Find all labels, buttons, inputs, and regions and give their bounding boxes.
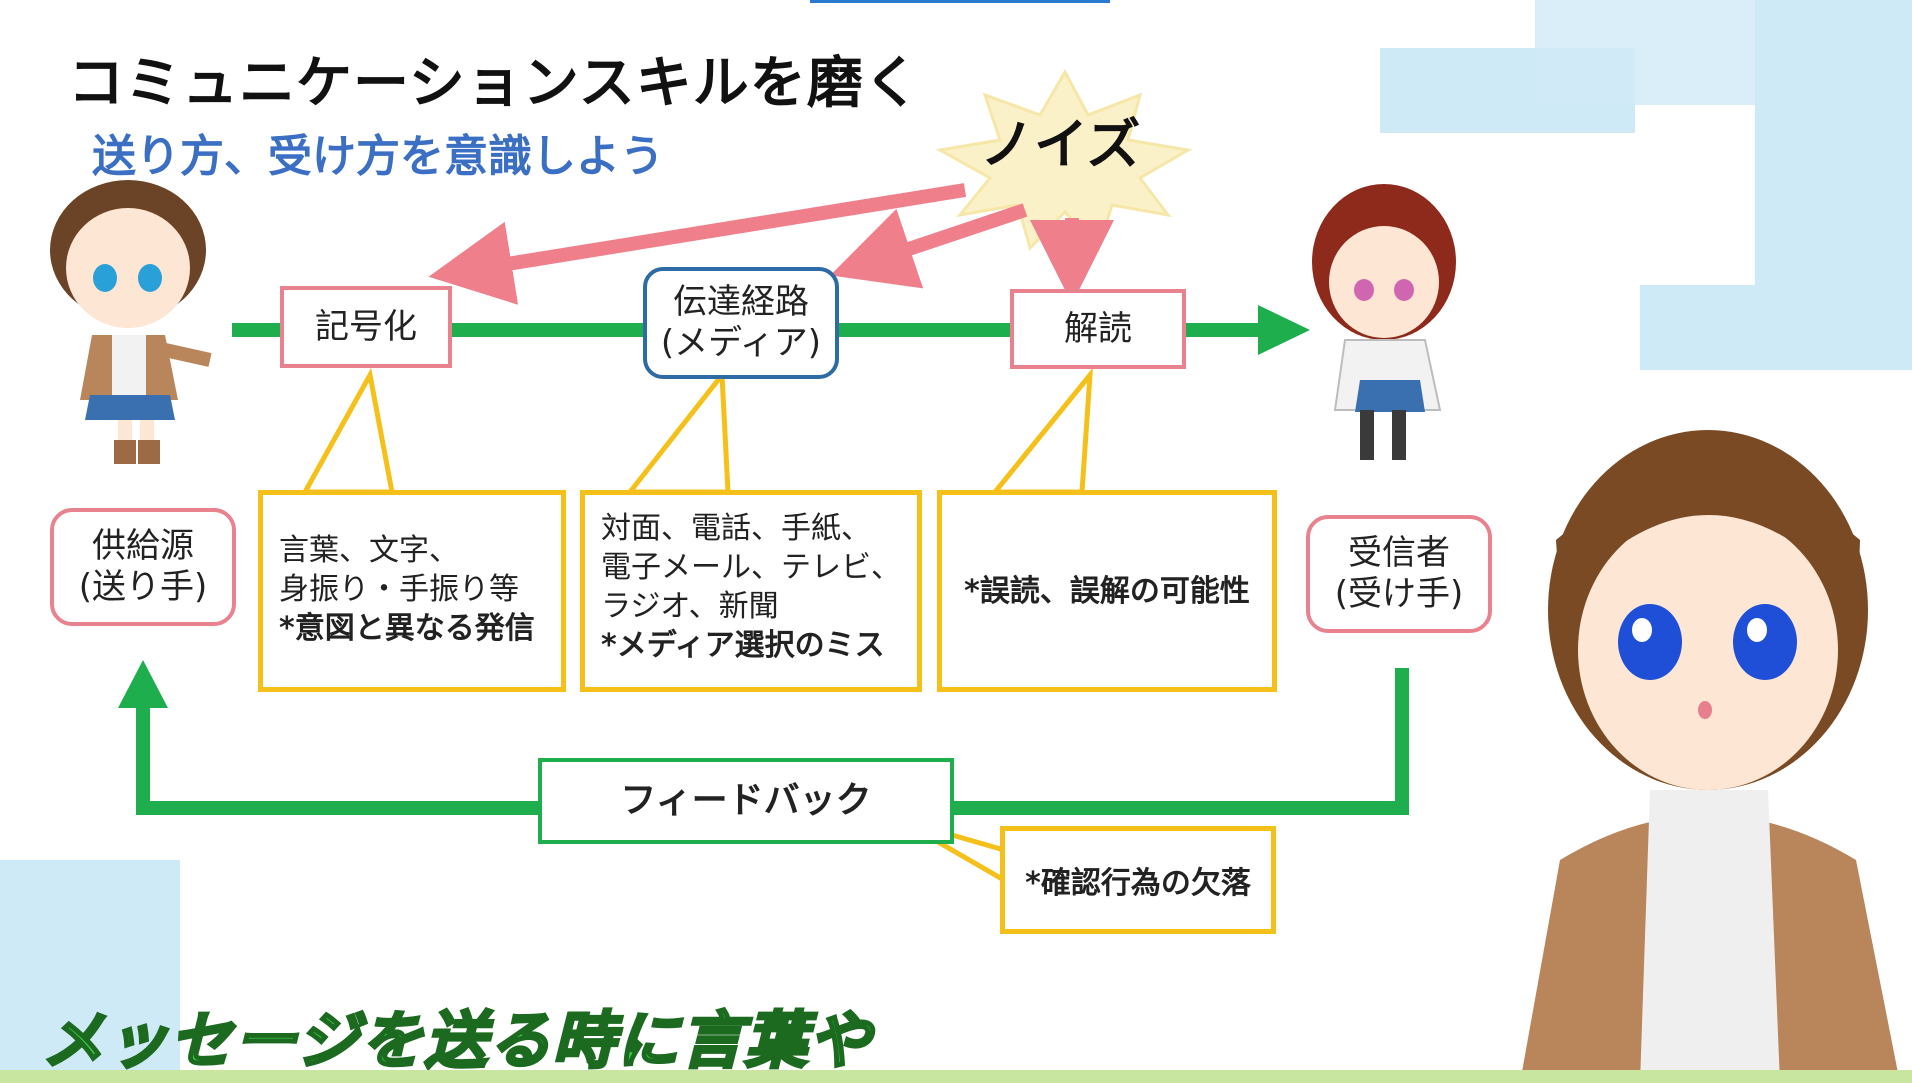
receiver-node: 受信者 (受け手): [1306, 515, 1492, 633]
noise-arrow-channel: [830, 203, 1028, 289]
encode-bubble-note: *意図と異なる発信: [279, 611, 535, 646]
decode-bubble: *誤読、誤解の可能性: [937, 490, 1277, 692]
receiver-label-2: (受け手): [1334, 574, 1464, 614]
encode-bubble-line-1: 言葉、文字、: [279, 533, 459, 568]
bg-deco-5: [0, 860, 180, 1083]
channel-label-1: 伝達経路: [673, 282, 809, 323]
channel-bubble-tail: [624, 368, 731, 495]
channel-label-2: (メディア): [660, 323, 822, 363]
page-title: コミュニケーションスキルを磨く: [68, 51, 921, 116]
decode-node: 解読: [1010, 289, 1186, 369]
top-accent: [810, 0, 1110, 3]
encode-node: 記号化: [280, 286, 452, 368]
bottom-bar: [0, 1070, 1912, 1083]
noise-starburst: [935, 68, 1193, 254]
sender-label-2: (送り手): [78, 567, 208, 607]
feedback-bubble-note: *確認行為の欠落: [1025, 866, 1251, 901]
feedback-label: フィードバック: [620, 780, 872, 822]
sender-node: 供給源 (送り手): [50, 508, 236, 626]
feedback-node: フィードバック: [538, 758, 954, 844]
channel-bubble-note: *メディア選択のミス: [601, 628, 885, 663]
feedback-bubble: *確認行為の欠落: [1000, 826, 1276, 934]
bg-deco-3: [1755, 0, 1912, 330]
decode-bubble-tail: [989, 367, 1094, 495]
page-subtitle: 送り方、受け方を意識しよう: [92, 131, 664, 182]
decode-bubble-note: *誤読、誤解の可能性: [964, 573, 1250, 609]
noise-arrow-encode: [428, 183, 967, 305]
channel-node: 伝達経路 (メディア): [643, 267, 839, 379]
feedback-arrowhead: [118, 660, 168, 708]
narrator-character: [1520, 430, 1900, 1083]
bg-deco-4: [1640, 285, 1912, 370]
sender-character: [50, 180, 212, 464]
flow-arrowhead: [1258, 305, 1310, 355]
encode-label: 記号化: [315, 306, 417, 347]
channel-bubble-line-2: 電子メール、テレビ、: [601, 550, 901, 585]
receiver-label-1: 受信者: [1348, 533, 1450, 574]
channel-bubble-line-1: 対面、電話、手紙、: [601, 511, 871, 546]
decode-label: 解読: [1064, 308, 1132, 349]
channel-bubble: 対面、電話、手紙、 電子メール、テレビ、 ラジオ、新聞 *メディア選択のミス: [580, 490, 922, 692]
encode-bubble-line-2: 身振り・手振り等: [279, 572, 519, 607]
receiver-character: [1312, 184, 1456, 460]
subtitle-caption: メッセージを送る時に言葉や: [41, 1003, 873, 1079]
channel-bubble-line-3: ラジオ、新聞: [601, 589, 779, 624]
encode-bubble: 言葉、文字、 身振り・手振り等 *意図と異なる発信: [258, 490, 566, 692]
sender-label-1: 供給源: [92, 526, 194, 567]
encode-bubble-tail: [300, 367, 396, 495]
noise-label: ノイズ: [980, 113, 1141, 176]
